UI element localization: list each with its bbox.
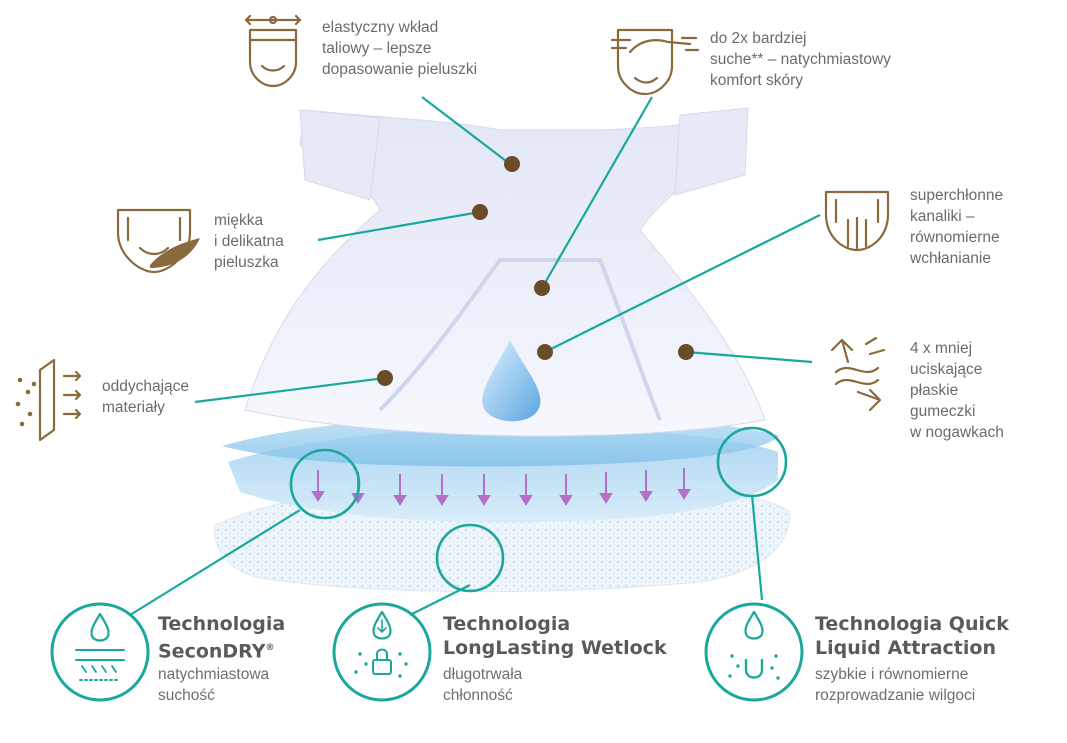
magnify-circle-quick (716, 426, 788, 498)
left-side-tab (299, 109, 381, 201)
breathable-material-icon (15, 358, 82, 442)
wetlock-drop-lock-icon (332, 602, 432, 702)
inner-channel (378, 258, 662, 421)
flat-elastic-icon (830, 336, 886, 412)
callout-waist-text: elastyczny wkład taliowy – lepsze dopaso… (322, 19, 478, 78)
callout-soft-text: miękka i delikatna pieluszka (214, 212, 284, 271)
callout-lines (129, 96, 821, 616)
callout-dots (377, 156, 694, 386)
magnify-circle-wetlock (435, 523, 505, 593)
callout-breathable-text: oddychające materiały (102, 378, 190, 416)
secondry-drop-icon (50, 602, 150, 702)
tech-secondry-title: Technologia SeconDRY® (158, 613, 286, 663)
right-side-tab (674, 107, 749, 196)
callout-channels-text: superchłonne kanaliki – równomierne wchł… (910, 187, 1004, 267)
waist-elastic-icon (244, 14, 302, 88)
tech-quick-title: Technologia Quick Liquid Attraction (815, 613, 1009, 659)
diaper-channels-icon (824, 190, 890, 252)
magnify-circles (289, 426, 788, 593)
registered-mark: ® (265, 643, 275, 653)
diaper-illustration (214, 107, 791, 593)
quick-liquid-drop-magnet-icon (704, 602, 804, 702)
diaper-feather-icon (116, 208, 200, 274)
face-hand-icon (610, 28, 700, 96)
tech-wetlock-title: Technologia LongLasting Wetlock (443, 613, 667, 659)
callout-leg-text: 4 x mniej uciskające płaskie gumeczki w … (910, 340, 1004, 441)
callout-dry-text: do 2x bardziej suche** – natychmiastowy … (710, 30, 891, 89)
magnify-circle-secondry (289, 448, 361, 520)
tech-secondry-subtitle: natychmiastowa suchość (158, 666, 270, 704)
tech-quick-subtitle: szybkie i równomierne rozprowadzanie wil… (815, 666, 976, 704)
tech-wetlock-subtitle: długotrwała chłonność (443, 666, 523, 704)
liquid-drop (482, 340, 541, 422)
